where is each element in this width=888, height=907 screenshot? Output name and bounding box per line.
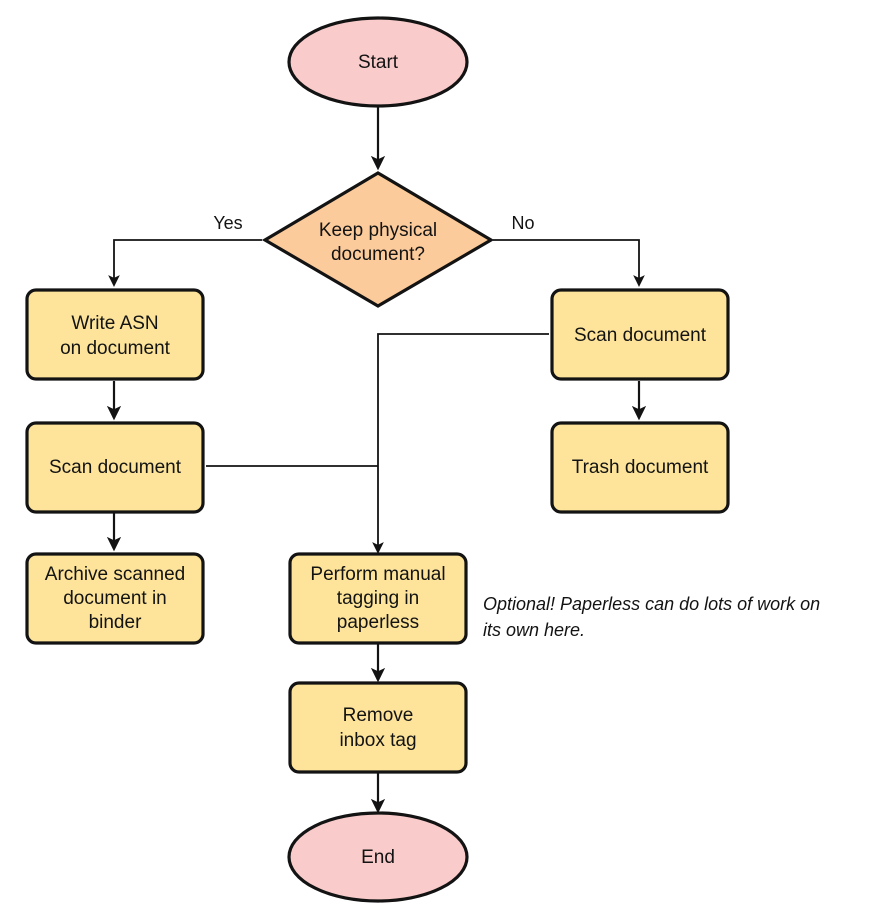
archive-label-line1: Archive scanned [45,564,185,585]
decision-diamond-shape [261,171,495,308]
start-ellipse-shape [287,16,469,108]
node-scan-document-right[interactable]: Scan document [550,288,730,381]
scan-document-right-box-shape [550,288,730,381]
edge-decision-yes-to-write-asn [108,239,262,287]
remove-inbox-label-line1: Remove [343,705,414,726]
write-asn-label-line2: on document [60,338,171,359]
edge-scan-right-to-tagging [372,333,549,554]
write-asn-box-shape [25,288,205,381]
tagging-label-line3: paperless [337,612,419,633]
scan-document-left-box-shape [25,421,205,514]
edge-label-no: No [511,213,534,233]
node-write-asn-on-document[interactable]: Write ASN on document [25,288,205,381]
node-end[interactable]: End [287,811,469,903]
remove-inbox-label-line2: inbox tag [339,730,416,751]
scan-document-right-label: Scan document [574,325,707,346]
node-remove-inbox-tag[interactable]: Remove inbox tag [288,681,468,774]
end-label: End [361,847,395,868]
tagging-label-line2: tagging in [337,588,419,609]
tagging-label-line1: Perform manual [310,564,445,585]
edge-decision-no-to-scan-right [493,239,645,287]
node-decision-keep-physical-document[interactable]: Keep physical document? [261,171,495,308]
archive-label-line3: binder [89,612,142,633]
trash-document-box-shape [550,421,730,514]
start-label: Start [358,52,399,73]
decision-label-line2: document? [331,244,425,265]
tagging-box-shape [288,552,468,645]
node-scan-document-left[interactable]: Scan document [25,421,205,514]
annotation-line1: Optional! Paperless can do lots of work … [483,594,820,614]
node-archive-scanned-document[interactable]: Archive scanned document in binder [25,552,205,645]
node-start[interactable]: Start [287,16,469,108]
node-perform-manual-tagging[interactable]: Perform manual tagging in paperless [288,552,468,645]
decision-label-line1: Keep physical [319,220,437,241]
trash-document-label: Trash document [572,457,709,478]
archive-label-line2: document in [63,588,167,609]
end-ellipse-shape [287,811,469,903]
annotation-line2: its own here. [483,620,585,640]
node-trash-document[interactable]: Trash document [550,421,730,514]
remove-inbox-box-shape [288,681,468,774]
archive-box-shape [25,552,205,645]
annotation-note: Optional! Paperless can do lots of work … [483,594,820,640]
edge-label-yes: Yes [213,213,242,233]
write-asn-label-line1: Write ASN [71,313,158,334]
scan-document-left-label: Scan document [49,457,182,478]
